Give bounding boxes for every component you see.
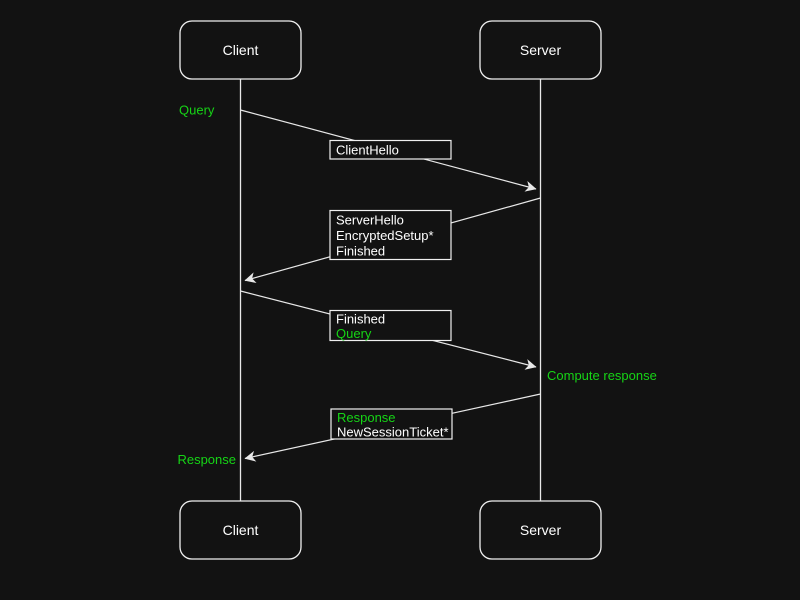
actor-server-top-label: Server [520, 42, 562, 58]
message-server-hello-line-1: ServerHello [336, 213, 404, 228]
message-box-client-hello-rect [329, 139, 452, 160]
message-response-ticket-line-1: Response [337, 410, 396, 425]
actor-server-bottom-box [479, 500, 602, 560]
actor-client-bottom: Client [179, 500, 302, 560]
message-server-hello-line-3: Finished [336, 244, 385, 259]
annotation-response-end: Response [177, 452, 236, 467]
message-box-client-hello: ClientHello [329, 139, 452, 160]
message-box-response-ticket-rect [330, 408, 453, 440]
message-box-finished-query-rect [329, 309, 452, 342]
message-response-ticket-line-2: NewSessionTicket* [337, 425, 449, 440]
annotation-compute-response: Compute response [547, 368, 657, 383]
message-box-response-ticket: Response NewSessionTicket* [330, 408, 453, 440]
message-finished-query-line-2: Query [336, 326, 372, 341]
actor-client-bottom-label: Client [223, 522, 259, 538]
message-box-server-hello-rect [329, 209, 452, 261]
actor-server-top: Server [479, 20, 602, 80]
message-server-hello-line-2: EncryptedSetup* [336, 228, 434, 243]
annotation-query-start: Query [179, 103, 215, 118]
actor-server-bottom: Server [479, 500, 602, 560]
actor-client-top-box [179, 20, 302, 80]
actor-server-bottom-label: Server [520, 522, 562, 538]
message-finished-query-line-1: Finished [336, 312, 385, 327]
actor-server-top-box [479, 20, 602, 80]
message-box-server-hello: ServerHello EncryptedSetup* Finished [329, 209, 452, 261]
message-box-finished-query: Finished Query [329, 309, 452, 342]
actor-client-bottom-box [179, 500, 302, 560]
actor-client-top: Client [179, 20, 302, 80]
actor-client-top-label: Client [223, 42, 259, 58]
message-client-hello-line-1: ClientHello [336, 143, 399, 158]
